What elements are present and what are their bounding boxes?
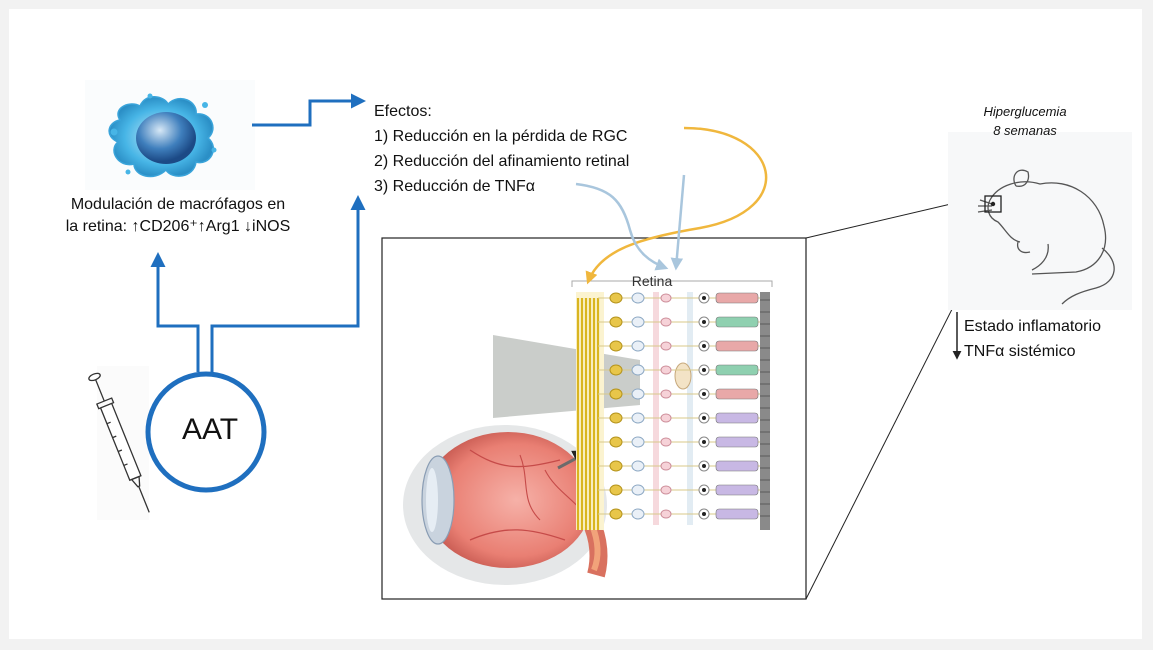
aat-label: AAT	[181, 413, 239, 446]
flow-arrows	[150, 93, 366, 372]
outcome-inflammatory: Estado inflamatorio	[964, 318, 1101, 335]
arrow-aat-to-macrophage	[150, 252, 200, 372]
arrow-macrophage-to-effects	[252, 93, 366, 127]
aat-circle	[145, 371, 267, 493]
macrophage-icon	[85, 80, 255, 190]
model-condition: Hiperglucemia 8 semanas	[955, 102, 1095, 140]
arrow-tnf-to-retina	[575, 182, 669, 271]
effects-heading: Efectos:	[374, 103, 432, 120]
effect-item: 3) Reducción de TNFα	[374, 178, 536, 195]
syringe-icon	[88, 366, 150, 520]
mouse-icon	[948, 132, 1132, 310]
effects-list: Efectos: 1) Reducción en la pérdida de R…	[374, 99, 629, 199]
arrow-rgc-to-retina	[585, 126, 768, 285]
effect-item: 2) Reducción del afinamiento retinal	[374, 153, 630, 170]
duration-label: 8 semanas	[993, 123, 1057, 138]
condition-label: Hiperglucemia	[983, 104, 1067, 119]
eye-icon	[403, 425, 608, 585]
arrow-aat-to-effects	[210, 195, 366, 372]
retina-label: Retina	[631, 273, 673, 289]
modulation-line-1: Modulación de macrófagos en	[70, 196, 286, 213]
arrow-thinning-to-retina	[670, 174, 686, 271]
retina-inset	[381, 237, 807, 600]
macrophage-modulation-text: Modulación de macrófagos en la retina: ↑…	[28, 194, 328, 238]
modulation-line-2: la retina: ↑CD206⁺↑Arg1 ↓iNOS	[65, 218, 291, 235]
retina-layers-icon	[576, 292, 770, 530]
systemic-outcomes: Estado inflamatorio TNFα sistémico	[964, 314, 1101, 364]
effect-item: 1) Reducción en la pérdida de RGC	[374, 128, 628, 145]
outcome-tnf: TNFα sistémico	[964, 343, 1076, 360]
